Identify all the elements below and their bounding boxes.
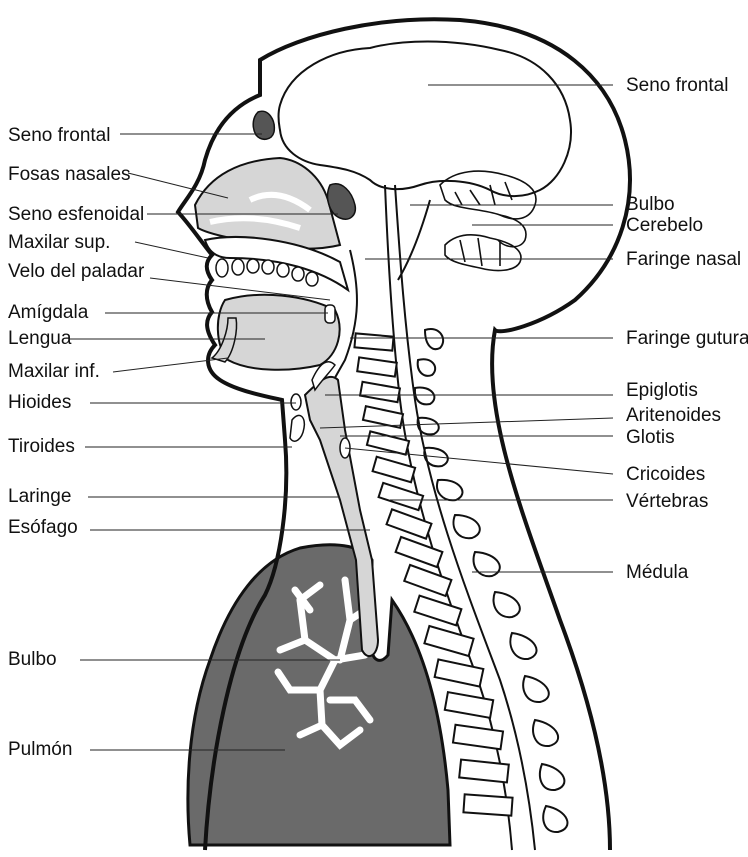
label-maxilar-sup: Maxilar sup.	[8, 232, 110, 253]
label-fosas-nasales: Fosas nasales	[8, 164, 131, 185]
label-seno-frontal-left: Seno frontal	[8, 125, 110, 146]
label-lengua: Lengua	[8, 328, 72, 349]
cerebellum	[440, 171, 536, 270]
label-bulbo-left: Bulbo	[8, 649, 57, 670]
label-faringe-nasal: Faringe nasal	[626, 249, 741, 270]
brain-outline	[279, 42, 571, 197]
label-pulmon: Pulmón	[8, 739, 72, 760]
hyoid-bone	[291, 394, 301, 410]
brainstem	[398, 200, 430, 280]
nasal-cavity	[195, 158, 340, 249]
label-velo-del-paladar: Velo del paladar	[8, 261, 145, 282]
label-vertebras: Vértebras	[626, 491, 708, 512]
label-cerebelo: Cerebelo	[626, 215, 703, 236]
label-bulbo-right: Bulbo	[626, 194, 675, 215]
label-maxilar-inf: Maxilar inf.	[8, 361, 100, 382]
label-epiglotis: Epiglotis	[626, 380, 698, 401]
label-faringe-gutural: Faringe gutural	[626, 328, 748, 349]
label-hioides: Hioides	[8, 392, 71, 413]
label-glotis: Glotis	[626, 427, 675, 448]
label-esofago: Esófago	[8, 517, 78, 538]
tonsil	[325, 305, 335, 323]
label-seno-frontal-right: Seno frontal	[626, 75, 728, 96]
label-seno-esfenoidal: Seno esfenoidal	[8, 204, 144, 225]
label-laringe: Laringe	[8, 486, 71, 507]
leader-lines-right	[320, 85, 613, 572]
frontal-sinus	[253, 111, 274, 139]
label-aritenoides: Aritenoides	[626, 405, 721, 426]
labels-left: Seno frontal Fosas nasales Seno esfenoid…	[8, 125, 145, 760]
label-amigdala: Amígdala	[8, 302, 89, 323]
label-cricoides: Cricoides	[626, 464, 705, 485]
thyroid-cartilage	[290, 415, 304, 441]
label-medula: Médula	[626, 562, 689, 583]
labels-right: Seno frontal Bulbo Cerebelo Faringe nasa…	[626, 75, 748, 583]
label-tiroides: Tiroides	[8, 436, 75, 457]
